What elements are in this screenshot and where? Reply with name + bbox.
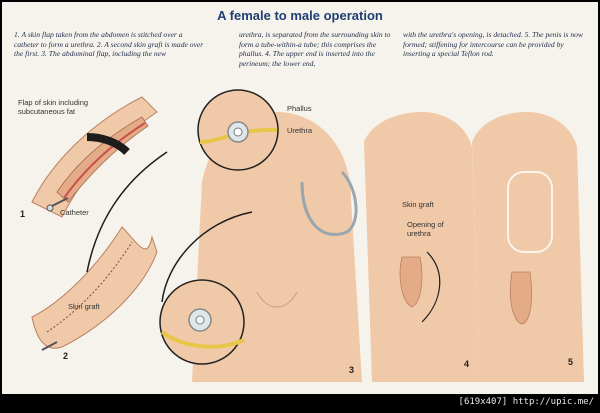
label-urethra: Urethra — [287, 126, 313, 135]
arrow-step1-to-2 — [86, 133, 130, 155]
arrow-1-down — [86, 151, 168, 273]
step-number-1: 1 — [20, 209, 26, 219]
step-5-torso — [472, 112, 584, 382]
step-number-2: 2 — [63, 351, 69, 361]
label-skin-graft-1: Skin graft — [68, 302, 100, 311]
caption-column-1: 1. A skin flap taken from the abdomen is… — [14, 30, 204, 59]
arrow-2-to-3 — [161, 211, 253, 303]
step-number-5: 5 — [568, 357, 574, 367]
image-footer-bar: [619x407] http://upic.me/ — [0, 394, 600, 413]
footer-source-text: [619x407] http://upic.me/ — [458, 397, 594, 407]
illustration-page: A female to male operation 1. A skin fla… — [2, 2, 598, 394]
label-phallus: Phallus — [287, 104, 312, 113]
step-number-4: 4 — [464, 359, 470, 369]
caption-column-2: urethra, is separated from the surroundi… — [239, 30, 391, 68]
detail-circle-bottom — [159, 279, 245, 365]
step-4-torso — [364, 112, 480, 382]
step-1-flap-drawing — [31, 96, 158, 218]
label-flap: Flap of skin including subcutaneous fat — [18, 98, 89, 116]
step-2-graft-drawing — [31, 226, 158, 351]
caption-column-3: with the urethra's opening, is detached.… — [403, 30, 583, 59]
step-number-3: 3 — [349, 365, 355, 375]
detail-circle-top — [197, 89, 279, 171]
page-title: A female to male operation — [217, 8, 383, 23]
label-skin-graft-2: Skin graft — [402, 200, 434, 209]
label-catheter: Catheter — [60, 208, 89, 217]
surgery-illustration — [31, 89, 584, 382]
label-opening-of-urethra: Opening of urethra — [407, 220, 444, 238]
